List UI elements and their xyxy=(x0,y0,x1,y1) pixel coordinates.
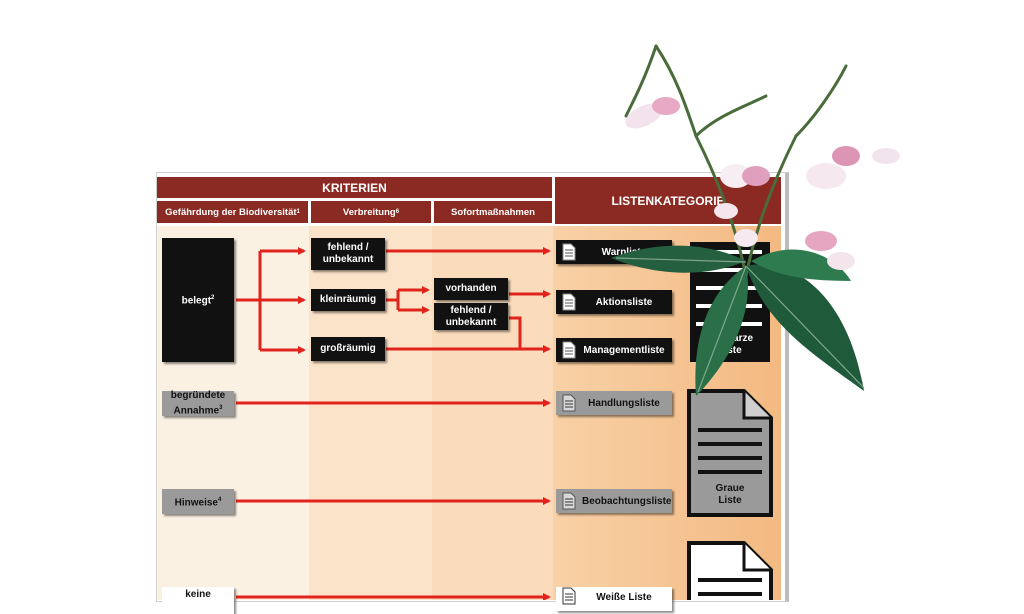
gray-list-caption-line1: Graue xyxy=(715,483,745,494)
flower-icon xyxy=(806,146,900,189)
gray-list-caption-line2: Liste xyxy=(718,495,742,506)
box-fehlend-line1: fehlend / xyxy=(327,242,369,253)
gray-list-caption: Graue Liste xyxy=(686,483,774,507)
box-kleinraeumig: kleinräumig xyxy=(311,289,385,311)
box-grossraeumig-label: großräumig xyxy=(320,343,376,354)
list-handlungsliste-label: Handlungsliste xyxy=(588,397,660,409)
list-beobachtungsliste: Beobachtungsliste xyxy=(556,489,672,513)
list-handlungsliste: Handlungsliste xyxy=(556,391,672,415)
leaf-icon xyxy=(611,245,746,273)
flower-icon xyxy=(734,229,758,247)
footnote-4: 4 xyxy=(218,496,222,503)
box-begruendet-line2: Annahme xyxy=(173,405,220,417)
document-icon xyxy=(562,243,576,261)
categories-header-label: LISTENKATEGORIE xyxy=(611,193,725,208)
document-icon xyxy=(562,587,576,605)
box-begruendet-line1: begründete xyxy=(170,389,226,401)
arrow-sm-fehlend-to-management xyxy=(509,316,522,349)
box-sm-fehlend-line1: fehlend / xyxy=(450,304,492,316)
plant-illustration xyxy=(611,44,900,396)
box-belegt-label: belegt xyxy=(181,295,212,307)
box-fehlend-line2: unbekannt xyxy=(322,254,374,265)
box-sm-fehlend-line2: unbekannt xyxy=(445,316,497,328)
box-hinweise-label: Hinweise xyxy=(174,497,218,509)
box-vorhanden: vorhanden xyxy=(434,278,508,300)
list-weisse-liste-label: Weiße Liste xyxy=(596,592,652,603)
flower-icon xyxy=(625,97,680,129)
criteria-header-label: KRITERIEN xyxy=(322,180,387,195)
list-beobachtungsliste-label: Beobachtungsliste xyxy=(582,495,672,507)
flow-arrows xyxy=(236,247,551,600)
list-managementliste: Managementliste xyxy=(556,338,672,362)
white-list-document-icon xyxy=(687,541,773,600)
box-fehlend-unbekannt: fehlend /unbekannt xyxy=(311,238,385,270)
document-icon xyxy=(562,492,576,510)
list-aktionsliste-label: Aktionsliste xyxy=(595,296,653,308)
box-keine: keine xyxy=(162,587,234,614)
list-aktionsliste: Aktionsliste xyxy=(556,290,672,314)
criteria-header: KRITERIEN xyxy=(157,177,552,198)
document-icon xyxy=(562,394,576,412)
box-sm-fehlend-unbekannt: fehlend /unbekannt xyxy=(434,303,508,330)
arrow-kleinraeumig-split xyxy=(386,290,400,310)
flower-icon xyxy=(805,231,855,270)
footnote-2: 2 xyxy=(211,295,215,302)
list-weisse-liste: Weiße Liste xyxy=(556,587,672,611)
footnote-3: 3 xyxy=(219,404,223,411)
footnote-1: 1 xyxy=(296,209,300,215)
flower-icon xyxy=(714,164,770,219)
column-header-spread-label: Verbreitung xyxy=(342,206,396,218)
box-grossraeumig: großräumig xyxy=(311,337,385,361)
box-belegt: belegt2 xyxy=(162,238,234,362)
box-hinweise: Hinweise4 xyxy=(162,489,234,514)
list-managementliste-label: Managementliste xyxy=(583,344,665,356)
column-header-biodiversity-label: Gefährdung der Biodiversität xyxy=(165,206,297,218)
box-keine-label: keine xyxy=(185,589,211,600)
column-header-measures-label: Sofortmaßnahmen xyxy=(451,206,535,218)
document-icon xyxy=(562,341,576,359)
box-kleinraeumig-label: kleinräumig xyxy=(319,294,377,305)
box-vorhanden-label: vorhanden xyxy=(445,283,497,294)
column-band-spread xyxy=(309,226,432,600)
list-warnliste-label: Warnliste xyxy=(601,246,647,258)
footnote-6: 6 xyxy=(395,209,400,215)
gray-list-document-icon xyxy=(687,389,773,517)
leaf-icon xyxy=(751,249,851,281)
document-icon xyxy=(562,293,576,311)
column-header-measures: Sofortmaßnahmen xyxy=(434,201,552,223)
